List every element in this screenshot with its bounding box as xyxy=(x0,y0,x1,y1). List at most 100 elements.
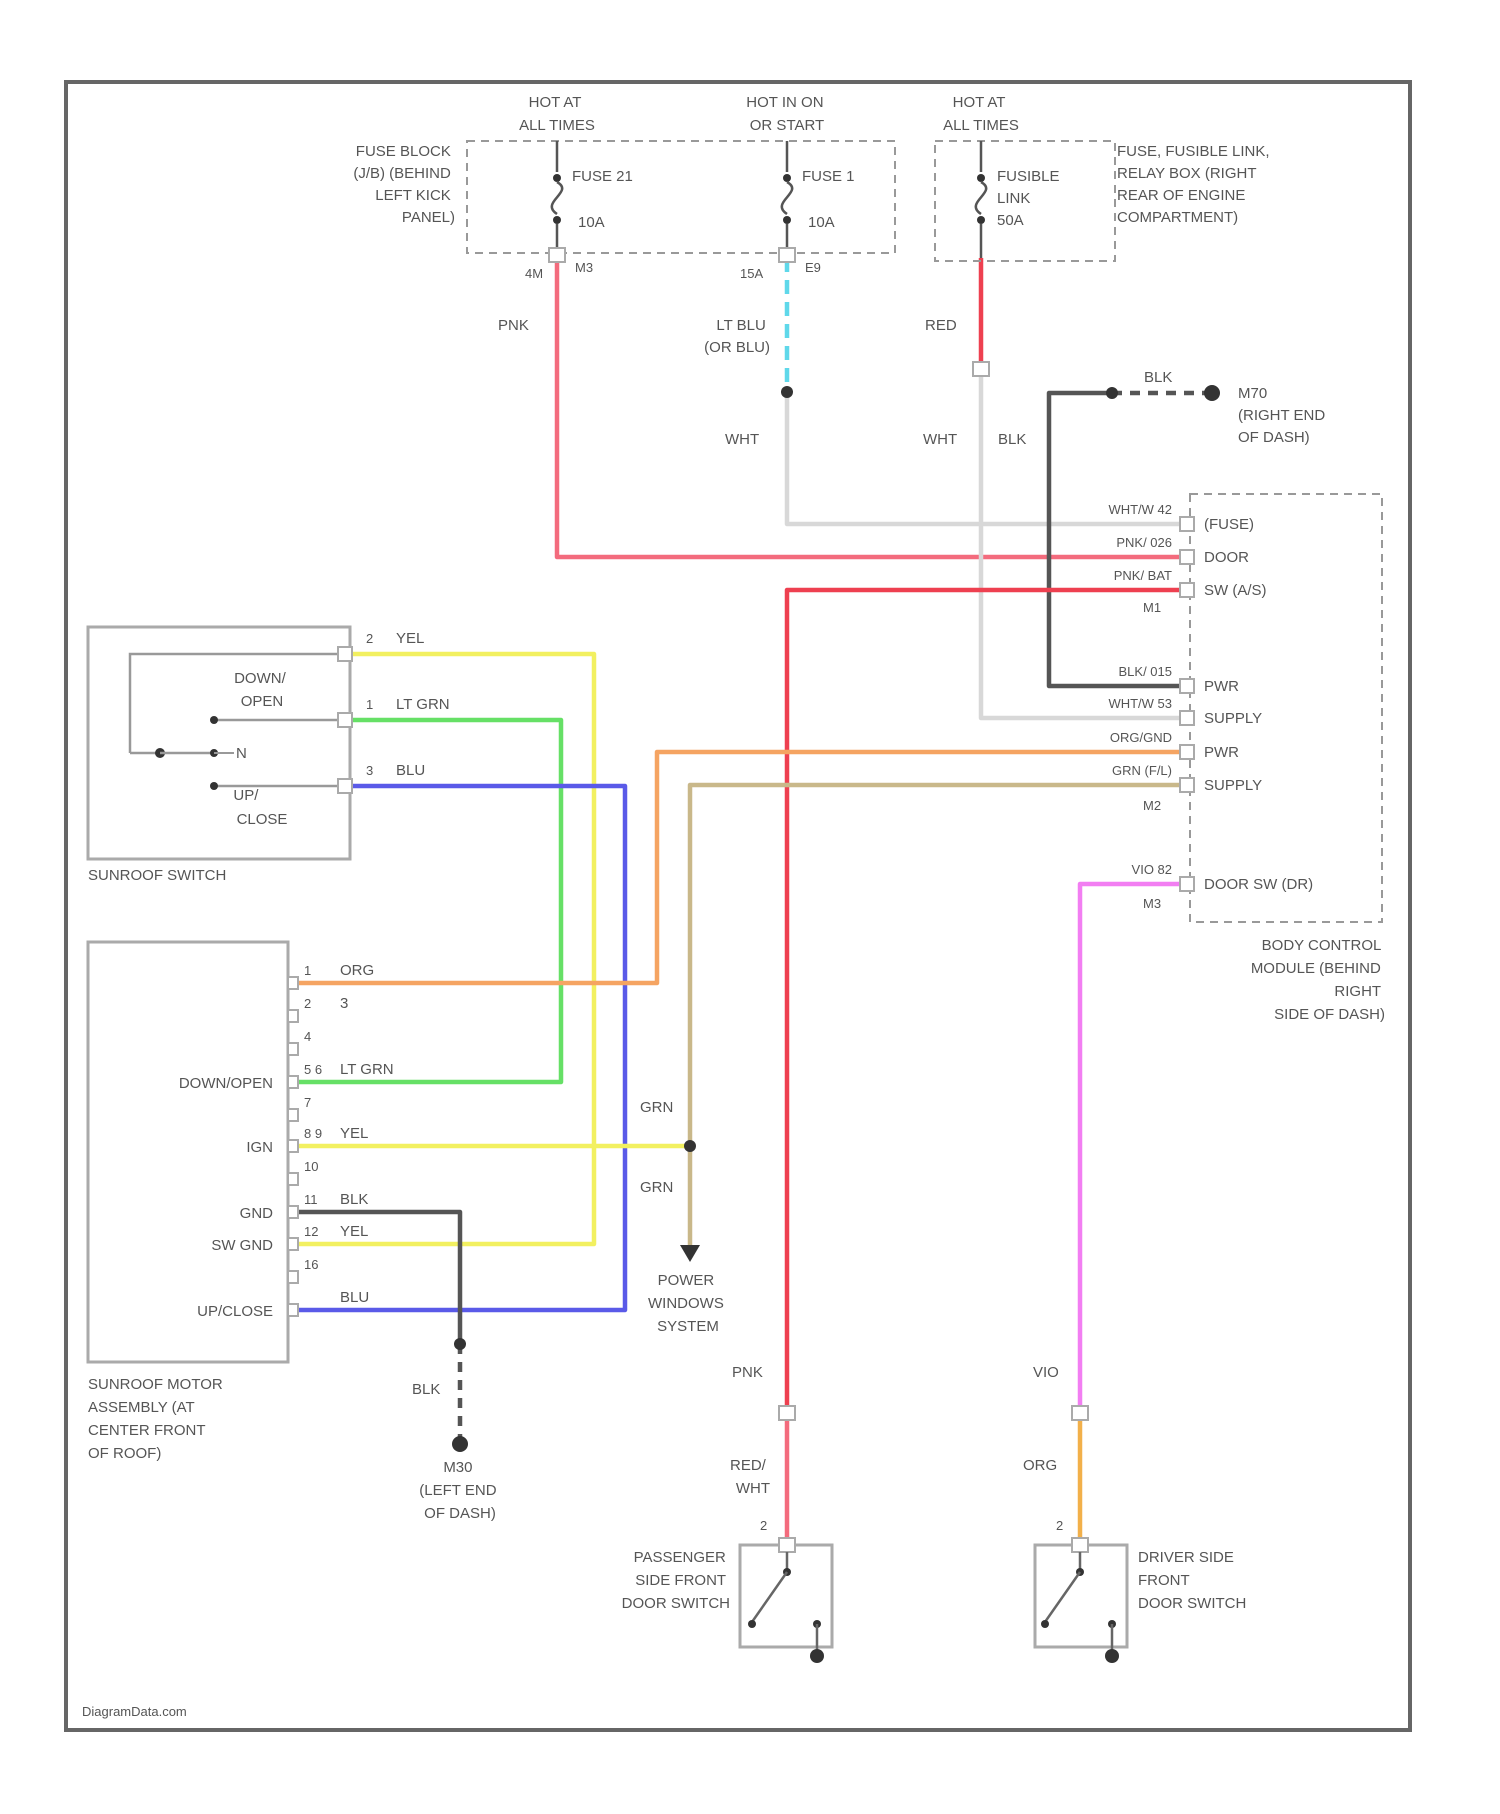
motor-pin-color: YEL xyxy=(340,1125,368,1142)
bcm-pin-name: SW (A/S) xyxy=(1204,582,1267,599)
hot-in-on-or-start: HOT IN ON OR START xyxy=(746,94,827,134)
power-windows-arrow-icon xyxy=(680,1245,700,1262)
bcm-conn-m1: M1 xyxy=(1143,600,1161,615)
wire-grn-supply xyxy=(690,785,1180,1245)
motor-connector xyxy=(288,1010,298,1022)
pin-4m: 4M xyxy=(525,266,543,281)
motor-input-down-open: DOWN/OPEN xyxy=(179,1075,273,1092)
wire-label-vio-lower: VIO xyxy=(1033,1364,1059,1381)
wires xyxy=(296,258,1212,1545)
wire-pnk-fuse21 xyxy=(557,258,1180,557)
wire-label-red: RED xyxy=(925,317,957,334)
bcm-pin-wire: ORG/GND xyxy=(1110,730,1172,745)
wire-label-grn-upper: GRN xyxy=(640,1099,673,1116)
pin-m3: M3 xyxy=(575,260,593,275)
sunroof-motor-assembly: 1ORG2345 6LT GRN78 9YEL1011BLK12YEL16BLU… xyxy=(88,942,394,1462)
power-windows-system: GRN GRN POWER WINDOWS SYSTEM xyxy=(640,1099,728,1335)
wire-label-org-lower: ORG xyxy=(1023,1457,1057,1474)
splice-lt-blu xyxy=(781,386,793,398)
driver-switch-label: DRIVER SIDE FRONT DOOR SWITCH xyxy=(1138,1549,1246,1612)
connector-driver xyxy=(1072,1406,1088,1420)
motor-pin-number: 7 xyxy=(304,1095,311,1110)
driver-switch-pin: 2 xyxy=(1056,1518,1063,1533)
fusible-link-label: FUSIBLE LINK 50A xyxy=(997,168,1064,229)
watermark: DiagramData.com xyxy=(82,1704,187,1719)
motor-input-sw-gnd: SW GND xyxy=(211,1237,273,1254)
fuse-1-label: FUSE 1 xyxy=(802,168,855,185)
fuse-21: FUSE 21 10A xyxy=(552,141,633,252)
wire-label-wht: WHT xyxy=(725,431,759,448)
pin-15a: 15A xyxy=(740,266,763,281)
motor-pin-number: 2 xyxy=(304,996,311,1011)
bcm-connector xyxy=(1180,877,1194,891)
motor-pin-color: ORG xyxy=(340,962,374,979)
motor-connector xyxy=(288,1140,298,1152)
motor-pin-number: 11 xyxy=(304,1192,318,1207)
bcm-pin-wire: WHT/W 53 xyxy=(1108,696,1172,711)
bcm-pin-wire: PNK/ 026 xyxy=(1116,535,1172,550)
motor-connector xyxy=(288,1076,298,1088)
bcm-conn-m3: M3 xyxy=(1143,896,1161,911)
fuse-1-rating: 10A xyxy=(808,214,835,231)
motor-pin-color: YEL xyxy=(340,1223,368,1240)
wire-vio-driver xyxy=(1080,884,1180,1412)
wire-label-lt-blu: LT BLU (OR BLU) xyxy=(704,317,770,356)
passenger-switch-pin: 2 xyxy=(760,1518,767,1533)
switch-pin-3-color: BLU xyxy=(396,762,425,779)
bcm-connector xyxy=(1180,583,1194,597)
motor-pin-color: BLK xyxy=(340,1191,368,1208)
fuse-block-label: FUSE BLOCK (J/B) (BEHIND LEFT KICK PANEL… xyxy=(353,143,455,226)
bcm-connector xyxy=(1180,778,1194,792)
motor-pin-color: 3 xyxy=(340,995,348,1012)
connector-red-wht xyxy=(973,362,989,376)
motor-connector xyxy=(288,1238,298,1250)
motor-pin-color: BLU xyxy=(340,1289,369,1306)
motor-input-ign: IGN xyxy=(246,1139,273,1156)
ground-m70: BLK M70 (RIGHT END OF DASH) xyxy=(1106,369,1329,446)
wire-label-pnk: PNK xyxy=(498,317,529,334)
hot-at-all-times-left: HOT AT ALL TIMES xyxy=(519,94,595,134)
bcm-pin-name: DOOR xyxy=(1204,549,1249,566)
wire-label-pnk-lower: PNK xyxy=(732,1364,763,1381)
wire-label-red-wht: RED/ WHT xyxy=(730,1457,770,1497)
wire-pnk-door-passenger xyxy=(787,590,1180,1412)
switch-neutral: N xyxy=(236,745,247,762)
pin-e9: E9 xyxy=(805,260,821,275)
bcm-pin-name: DOOR SW (DR) xyxy=(1204,876,1313,893)
motor-input-gnd: GND xyxy=(240,1205,274,1222)
power-windows-label: POWER WINDOWS SYSTEM xyxy=(648,1272,728,1335)
bcm-pin-wire: PNK/ BAT xyxy=(1114,568,1172,583)
wire-label-blk-ground: BLK xyxy=(412,1381,440,1398)
sunroof-switch-box xyxy=(88,627,350,859)
motor-connector xyxy=(288,1109,298,1121)
bcm-connector xyxy=(1180,745,1194,759)
bcm-pin-wire: VIO 82 xyxy=(1132,862,1172,877)
bcm-conn-m2: M2 xyxy=(1143,798,1161,813)
sunroof-switch: DOWN/ OPEN N UP/ CLOSE 2 YEL 1 LT GRN 3 … xyxy=(88,627,450,884)
connector-m3-fuse21 xyxy=(549,248,565,262)
sunroof-motor-label: SUNROOF MOTOR ASSEMBLY (AT CENTER FRONT … xyxy=(88,1376,227,1462)
driver-door-switch: 2 DRIVER SIDE FRONT DOOR SWITCH xyxy=(1035,1518,1246,1663)
motor-input-up-close: UP/CLOSE xyxy=(197,1303,273,1320)
motor-connector xyxy=(288,1304,298,1316)
ground-m70-label: M70 (RIGHT END OF DASH) xyxy=(1238,385,1329,446)
bcm-connector xyxy=(1180,711,1194,725)
bcm-pin-name: PWR xyxy=(1204,744,1239,761)
passenger-switch-label: PASSENGER SIDE FRONT DOOR SWITCH xyxy=(622,1549,730,1612)
bcm-pin-name: (FUSE) xyxy=(1204,516,1254,533)
splice-grn xyxy=(684,1140,696,1152)
switch-pin-1-color: LT GRN xyxy=(396,696,450,713)
bcm-pin-name: SUPPLY xyxy=(1204,777,1262,794)
fusible-box-label: FUSE, FUSIBLE LINK, RELAY BOX (RIGHT REA… xyxy=(1117,143,1274,226)
fuse-block: HOT AT ALL TIMES HOT IN ON OR START FUSE… xyxy=(353,94,895,281)
fuse-1: FUSE 1 10A xyxy=(782,141,855,252)
motor-connector xyxy=(288,1043,298,1055)
wire-label-blk: BLK xyxy=(998,431,1026,448)
wire-label-wht-2: WHT xyxy=(923,431,957,448)
motor-connector xyxy=(288,1173,298,1185)
motor-pin-number: 10 xyxy=(304,1159,318,1174)
motor-pin-number: 16 xyxy=(304,1257,318,1272)
fuse-block-outline xyxy=(467,141,895,253)
